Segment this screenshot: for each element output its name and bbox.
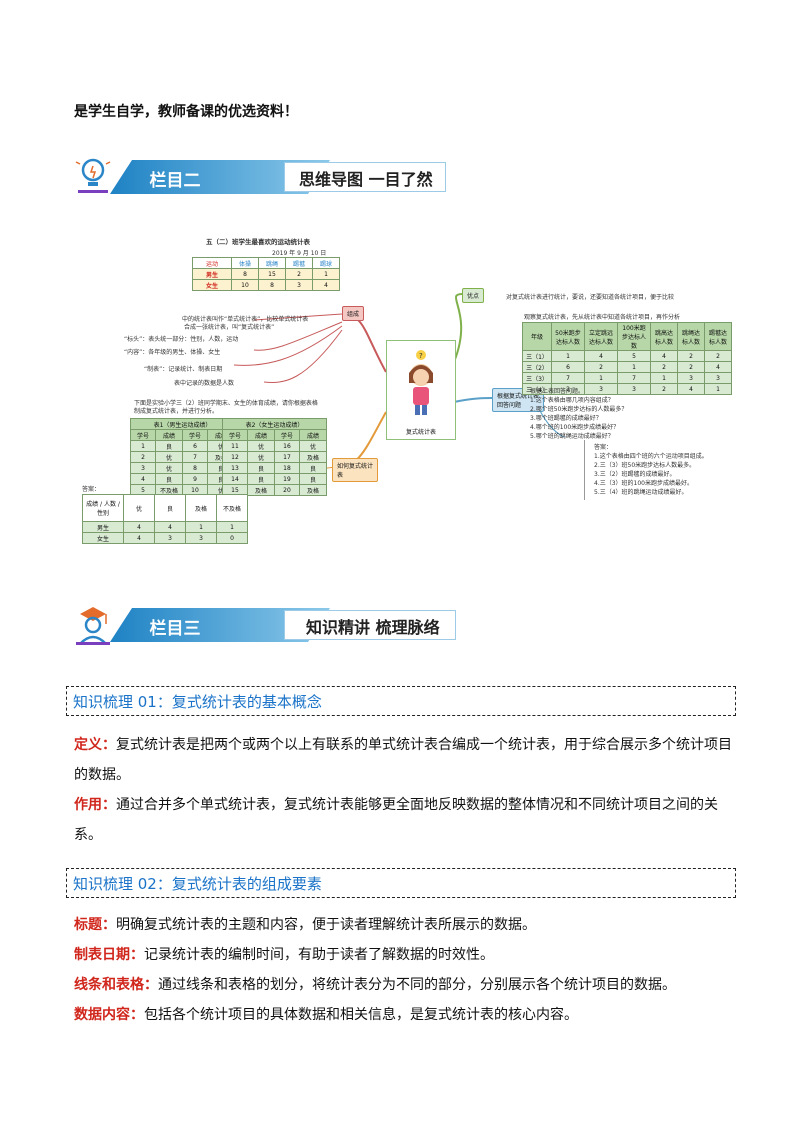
knowledge-box-02: 知识梳理 02：复式统计表的组成要素 [66, 868, 736, 898]
answer-label: 答案： [82, 486, 101, 493]
left-note-5: “制表”：记录统计、制表日期 [144, 366, 223, 373]
node-answer-questions: 根据复式统计表回答问题 [492, 388, 544, 412]
node-components: 组成 [342, 306, 365, 321]
lightbulb-icon [75, 158, 111, 193]
definition-text: 复式统计表是把两个或两个以上有联系的单式统计表合编成一个统计表，用于综合展示多个… [74, 737, 732, 783]
left-note-1: 中的统计表叫作“单式统计表”，比较单式统计表 [182, 316, 309, 323]
right-stats-table: 年级 50米跑步达标人数 立定跳远达标人数 100米跑步达标人数 跳高达标人数 … [522, 322, 732, 395]
item-label: 数据内容： [74, 1007, 144, 1023]
item-text: 通过线条和表格的划分，将统计表分为不同的部分，分别展示各个统计项目的数据。 [158, 977, 676, 993]
advantage-text: 对复式统计表进行统计，要说，还要知道各统计项目，便于比较 [506, 294, 675, 301]
definition-label: 定义： [74, 737, 116, 753]
top-table-date: 2019 年 9 月 10 日 [272, 250, 327, 257]
item-label: 标题： [74, 917, 116, 933]
knowledge-box-01: 知识梳理 01：复式统计表的基本概念 [66, 686, 736, 716]
left-bottom-text2: 制成复式统计表，并进行分析。 [134, 408, 219, 415]
answer-0: 答案： [594, 444, 613, 451]
usage-paragraph: 作用：通过合并多个单式统计表，复式统计表能够更全面地反映数据的整体情况和不同统计… [74, 790, 734, 850]
banner-2-subtitle: 思维导图 一目了然 [299, 170, 433, 189]
left-note-3: “标头”：表头统一部分：性别，人数，运动 [124, 336, 239, 343]
element-item-content: 数据内容：包括各个统计项目的具体数据和相关信息，是复式统计表的核心内容。 [74, 1000, 734, 1030]
left-note-6: 表中记录的数据是人数 [174, 380, 235, 387]
item-label: 线条和表格： [74, 977, 158, 993]
center-label: 复式统计表 [405, 429, 436, 436]
left-note-4: “内容”：各年级的男生、体操、女生 [124, 349, 221, 356]
question-2: 2.哪个班50米跑步达标的人数最多？ [530, 406, 628, 413]
intro-text: 是学生自学，教师备课的优选资料！ [74, 104, 298, 120]
element-item-date: 制表日期：记录统计表的编制时间，有助于读者了解数据的时效性。 [74, 940, 734, 970]
mind-map: 五（二）班学生最喜欢的运动统计表 2019 年 9 月 10 日 运动 体操 跳… [74, 222, 734, 552]
usage-label: 作用： [74, 797, 116, 813]
node-advantage: 优点 [462, 288, 485, 303]
banner-3-tab: 栏目三 [149, 619, 201, 639]
girl-illustration-icon: ? [409, 350, 433, 415]
definition-paragraph: 定义：复式统计表是把两个或两个以上有联系的单式统计表合编成一个统计表，用于综合展… [74, 730, 734, 790]
svg-text:?: ? [419, 352, 423, 360]
section-banner-2: 栏目二 思维导图 一目了然 [74, 152, 454, 202]
element-item-lines: 线条和表格：通过线条和表格的划分，将统计表分为不同的部分，分别展示各个统计项目的… [74, 970, 734, 1000]
answer-3: 3.三（2）班踢毽的成绩最好。 [594, 471, 676, 478]
answer-4: 4.三（3）班的100米跑步成绩最好。 [594, 480, 693, 487]
element-item-title: 标题：明确复式统计表的主题和内容，便于读者理解统计表所展示的数据。 [74, 910, 734, 940]
answer-1: 1.这个表格由四个班的六个运动项目组成。 [594, 453, 708, 460]
question-3: 3.哪个班踢毽的成绩最好？ [530, 415, 602, 422]
section-banner-3: 栏目三 知识精讲 梳理脉络 [74, 600, 456, 650]
item-label: 制表日期： [74, 947, 144, 963]
usage-text: 通过合并多个单式统计表，复式统计表能够更全面地反映数据的整体情况和不同统计项目之… [74, 797, 718, 843]
left-note-2: 合成一张统计表，叫“复式统计表” [184, 324, 275, 331]
item-text: 明确复式统计表的主题和内容，便于读者理解统计表所展示的数据。 [116, 917, 536, 933]
question-5: 5.哪个班的跳绳运动成绩最好？ [530, 433, 614, 440]
question-1: 1.这个表格由哪几项内容组成？ [530, 397, 614, 404]
question-4: 4.哪个班的100米跑步成绩最好？ [530, 424, 620, 431]
knowledge-02-title: 知识梳理 02：复式统计表的组成要素 [73, 875, 322, 893]
right-mid-text: 观察复式统计表，先从统计表中知道各统计项目，再作分析 [524, 314, 681, 321]
banner-2-tab: 栏目二 [149, 171, 201, 191]
item-text: 包括各个统计项目的具体数据和相关信息，是复式统计表的核心内容。 [144, 1007, 578, 1023]
question-0: 根据上表回答问题。 [530, 388, 585, 395]
banner-3-subtitle: 知识精讲 梳理脉络 [306, 618, 440, 637]
knowledge-01-title: 知识梳理 01：复式统计表的基本概念 [73, 693, 322, 711]
answer-2: 2.三（3）班50米跑步达标人数最多。 [594, 462, 696, 469]
item-text: 记录统计表的编制时间，有助于读者了解数据的时效性。 [144, 947, 494, 963]
answer-5: 5.三（4）班的跳绳运动成绩最好。 [594, 489, 688, 496]
graduate-icon [76, 607, 110, 645]
top-table-title: 五（二）班学生最喜欢的运动统计表 [206, 238, 310, 246]
left-bottom-text: 下面是实验小学三（2）班同学期末、女生的体育成绩，请你根据表格 [134, 400, 318, 407]
node-make-table: 如何复式统计表 [332, 458, 378, 482]
center-node: ? 复式统计表 [386, 340, 456, 440]
